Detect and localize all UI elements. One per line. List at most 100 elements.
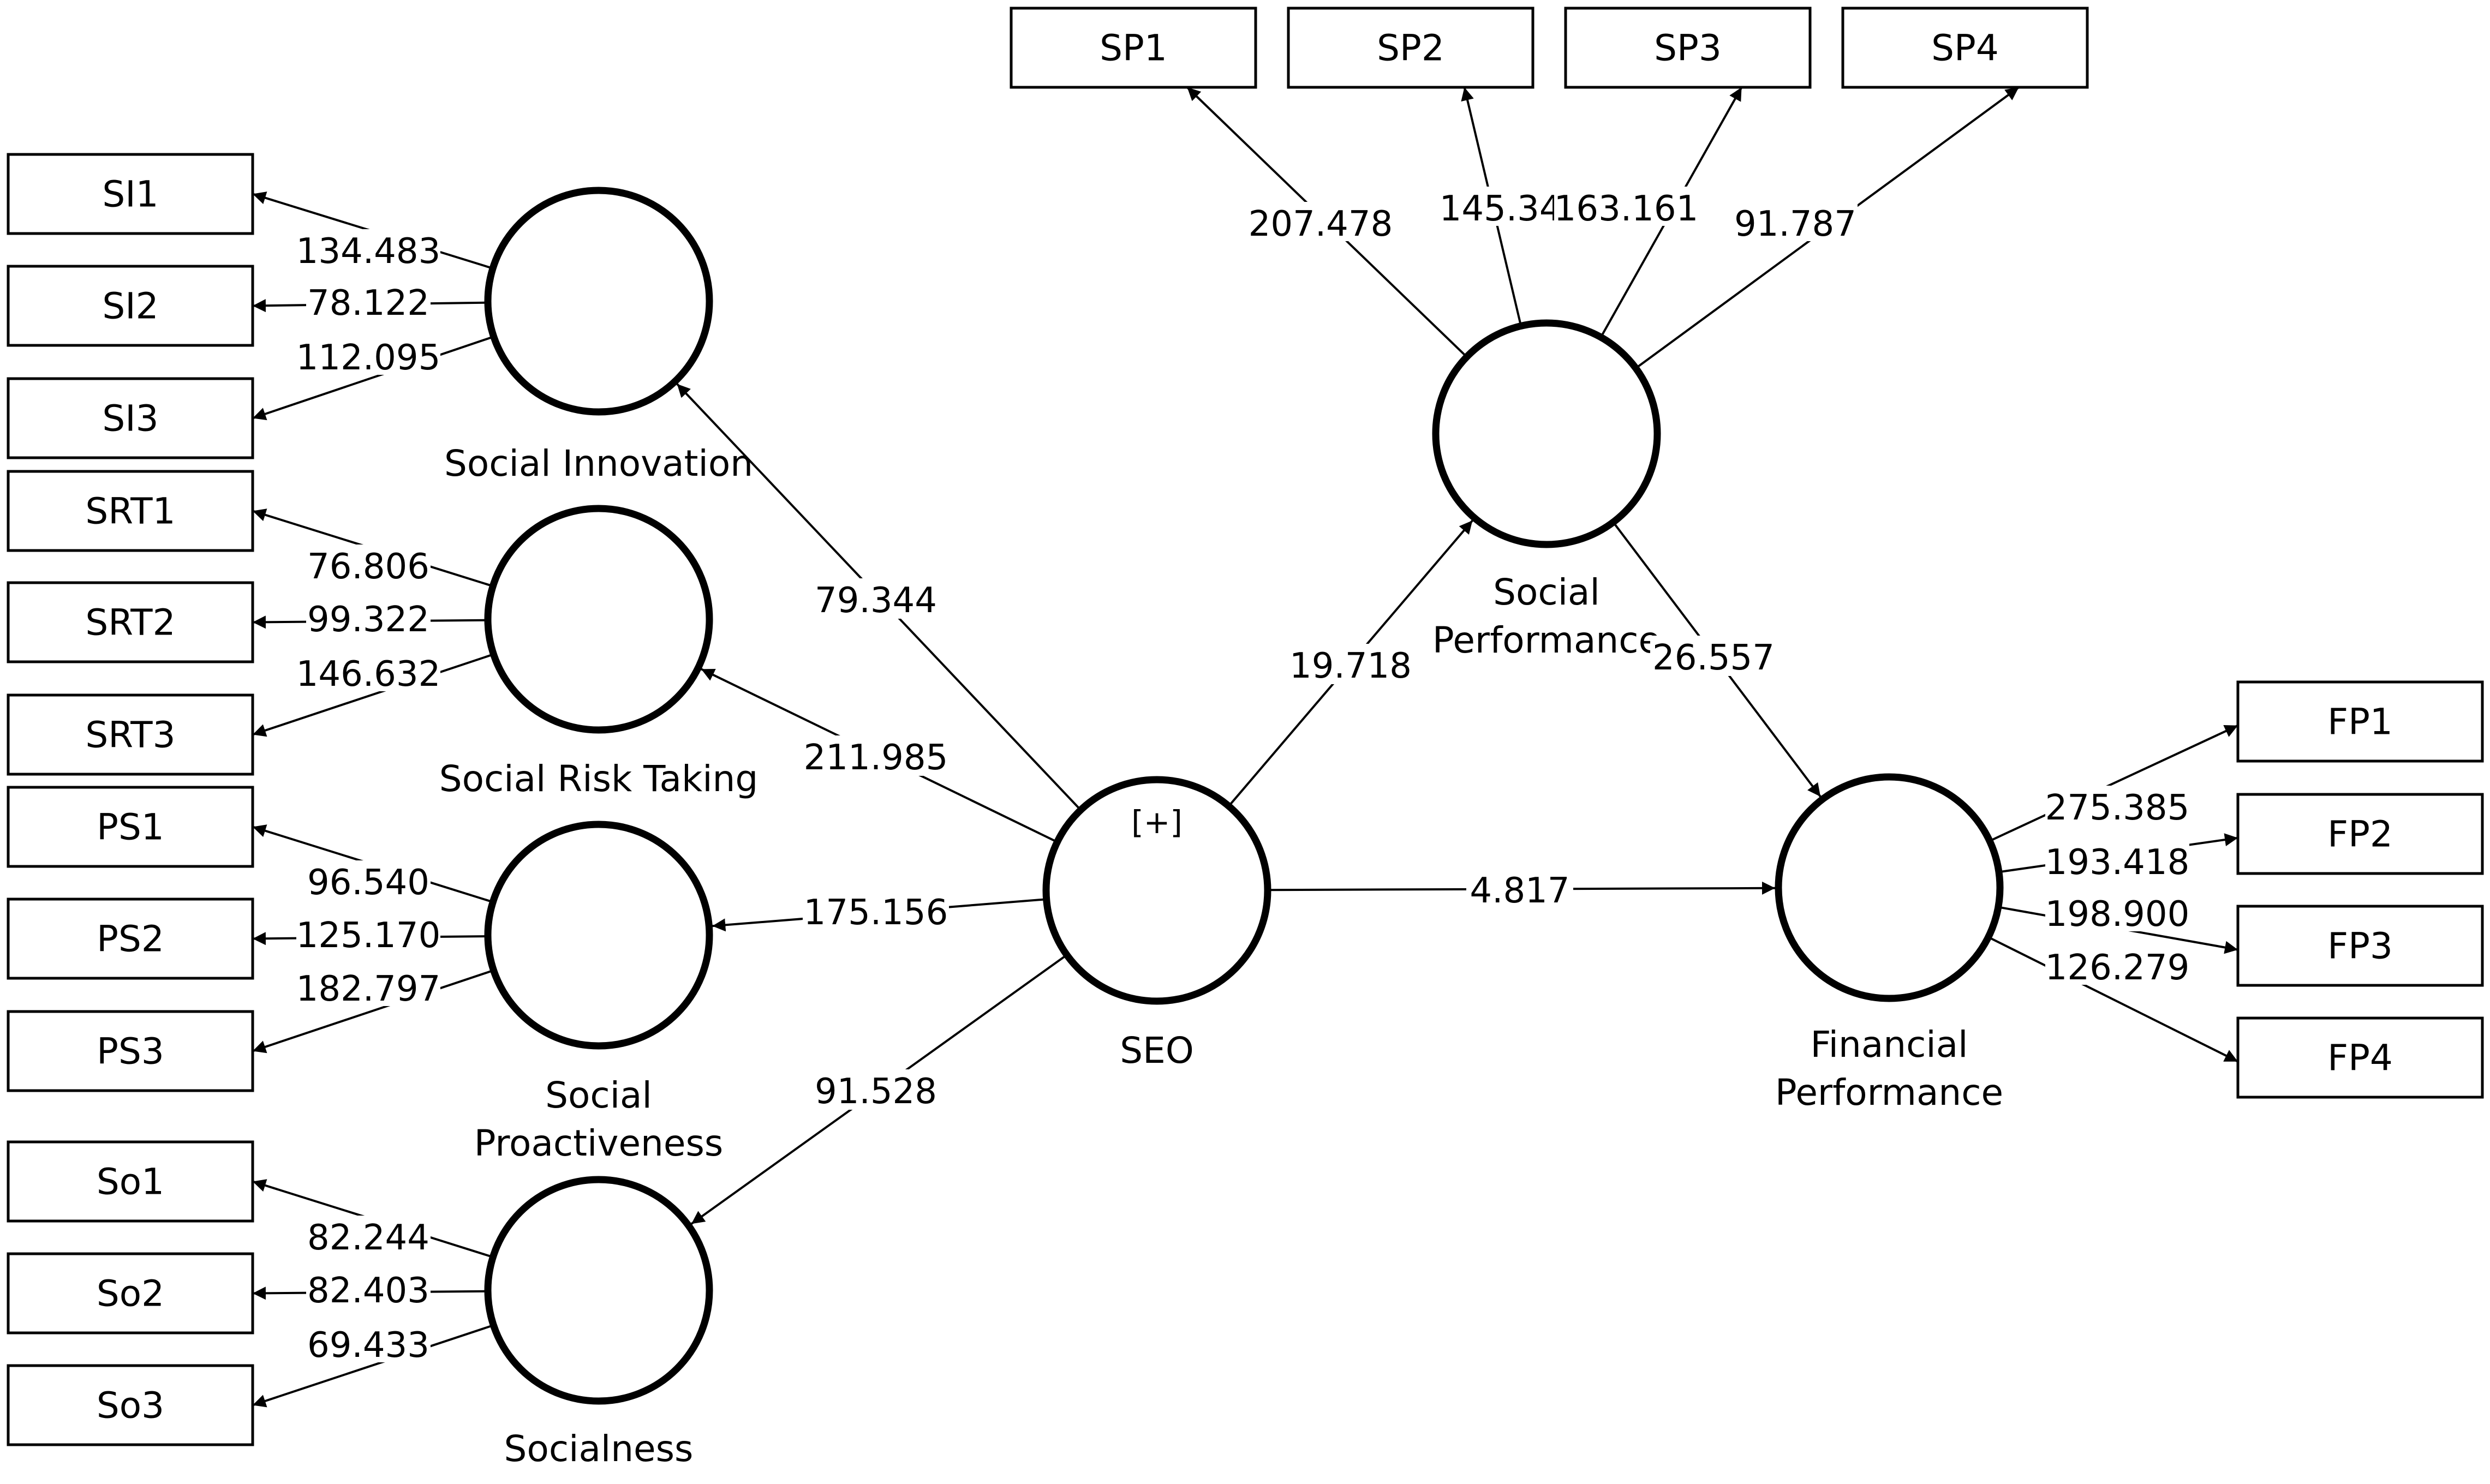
indicator-label: PS1: [97, 806, 164, 848]
construct-circle[interactable]: [484, 187, 713, 416]
indicator-box[interactable]: [2236, 1016, 2484, 1099]
indicator-box[interactable]: [1564, 7, 1812, 89]
path-coefficient-value: 19.718: [1289, 646, 1412, 686]
indicator-PS3[interactable]: PS3: [7, 1010, 254, 1092]
indicator-box[interactable]: [2236, 905, 2484, 987]
indicator-SRT3[interactable]: SRT3: [7, 693, 254, 776]
loading-label-background: [306, 281, 431, 320]
construct-so[interactable]: Socialness: [484, 1176, 713, 1470]
loading-label-background: [306, 1216, 431, 1255]
path-label-background: [813, 578, 939, 619]
path-coefficient-label: 211.985: [803, 735, 949, 778]
construct-srt[interactable]: Social Risk Taking: [439, 505, 759, 800]
indicator-label: So1: [97, 1161, 164, 1203]
path-label-background: [803, 735, 949, 776]
indicator-box[interactable]: [1010, 7, 1257, 89]
path-coefficient-label: 4.817: [1466, 869, 1573, 911]
indicator-label: FP4: [2327, 1037, 2393, 1079]
indicator-So1[interactable]: So1: [7, 1140, 254, 1223]
loading-arrow-SI3: [252, 336, 494, 421]
indicator-box[interactable]: [7, 786, 254, 868]
indicator-label: FP3: [2327, 925, 2393, 967]
indicator-box[interactable]: [2236, 793, 2484, 875]
loading-label-background: [296, 652, 440, 691]
indicator-SP2[interactable]: SP2: [1287, 7, 1534, 89]
indicator-SP4[interactable]: SP4: [1841, 7, 2089, 89]
construct-circle[interactable]: [484, 821, 713, 1050]
indicator-box[interactable]: [1287, 7, 1534, 89]
loading-label-background: [1554, 187, 1698, 226]
indicator-box[interactable]: [7, 1252, 254, 1335]
indicator-box[interactable]: [7, 1010, 254, 1092]
indicator-label: SP4: [1931, 27, 1999, 69]
loading-label: 112.095: [296, 336, 441, 378]
loading-label-background: [306, 544, 431, 584]
indicator-box[interactable]: [1841, 7, 2089, 89]
construct-si[interactable]: Social Innovation: [444, 187, 753, 484]
loading-value: 146.632: [296, 654, 441, 695]
indicator-SRT1[interactable]: SRT1: [7, 470, 254, 552]
loading-label: 146.632: [296, 652, 441, 695]
construct-circle[interactable]: [1042, 776, 1271, 1005]
indicator-box[interactable]: [7, 377, 254, 459]
construct-circle[interactable]: [1432, 319, 1661, 548]
loading-label-background: [306, 860, 431, 900]
construct-seo[interactable]: [+]SEO: [1042, 776, 1271, 1072]
construct-caption: Financial: [1810, 1024, 1968, 1066]
loading-value: 126.279: [2045, 948, 2190, 988]
construct-caption: Performance: [1775, 1072, 2003, 1114]
construct-caption: Performance: [1432, 619, 1661, 661]
indicator-FP1[interactable]: FP1: [2236, 680, 2484, 763]
construct-circle[interactable]: [484, 505, 713, 734]
indicator-box[interactable]: [7, 897, 254, 980]
indicator-SI2[interactable]: SI2: [7, 265, 254, 347]
construct-circle[interactable]: [484, 1176, 713, 1405]
indicator-box[interactable]: [7, 470, 254, 552]
indicator-SI3[interactable]: SI3: [7, 377, 254, 459]
loading-value: 91.787: [1734, 204, 1856, 244]
indicator-PS1[interactable]: PS1: [7, 786, 254, 868]
path-coefficient-value: 91.528: [815, 1072, 937, 1112]
loading-label: 182.797: [296, 967, 440, 1009]
loading-label-background: [306, 597, 431, 637]
indicator-FP4[interactable]: FP4: [2236, 1016, 2484, 1099]
loading-label: 91.787: [1733, 202, 1858, 244]
indicator-box[interactable]: [7, 153, 254, 235]
indicator-box[interactable]: [7, 693, 254, 776]
construct-caption: Social Risk Taking: [439, 758, 759, 800]
indicator-SI1[interactable]: SI1: [7, 153, 254, 235]
indicator-label: SI1: [102, 173, 158, 216]
indicator-PS2[interactable]: PS2: [7, 897, 254, 980]
loading-label: 99.322: [306, 597, 431, 640]
construct-circle[interactable]: [1775, 773, 2004, 1002]
indicator-box[interactable]: [7, 1364, 254, 1446]
loading-label: 193.418: [2045, 840, 2190, 883]
indicator-box[interactable]: [7, 1140, 254, 1223]
indicator-SRT2[interactable]: SRT2: [7, 581, 254, 663]
path-coefficient-value: 79.344: [815, 581, 937, 621]
indicator-box[interactable]: [2236, 680, 2484, 763]
loading-arrow-SRT3: [252, 653, 494, 737]
loading-value: 193.418: [2045, 842, 2190, 883]
loading-arrow-FP4: [1987, 936, 2238, 1063]
expand-marker[interactable]: [+]: [1131, 804, 1183, 841]
loading-arrow-So3: [252, 1324, 494, 1408]
indicator-label: SRT3: [85, 714, 175, 756]
loading-value: 125.170: [296, 915, 441, 956]
indicator-FP3[interactable]: FP3: [2236, 905, 2484, 987]
indicator-So3[interactable]: So3: [7, 1364, 254, 1446]
construct-caption: Social: [545, 1074, 652, 1116]
indicator-box[interactable]: [7, 581, 254, 663]
loading-label: 207.478: [1249, 202, 1393, 244]
indicator-So2[interactable]: So2: [7, 1252, 254, 1335]
indicator-FP2[interactable]: FP2: [2236, 793, 2484, 875]
indicator-box[interactable]: [7, 265, 254, 347]
indicator-SP3[interactable]: SP3: [1564, 7, 1812, 89]
indicator-SP1[interactable]: SP1: [1010, 7, 1257, 89]
loading-value: 112.095: [296, 338, 441, 378]
